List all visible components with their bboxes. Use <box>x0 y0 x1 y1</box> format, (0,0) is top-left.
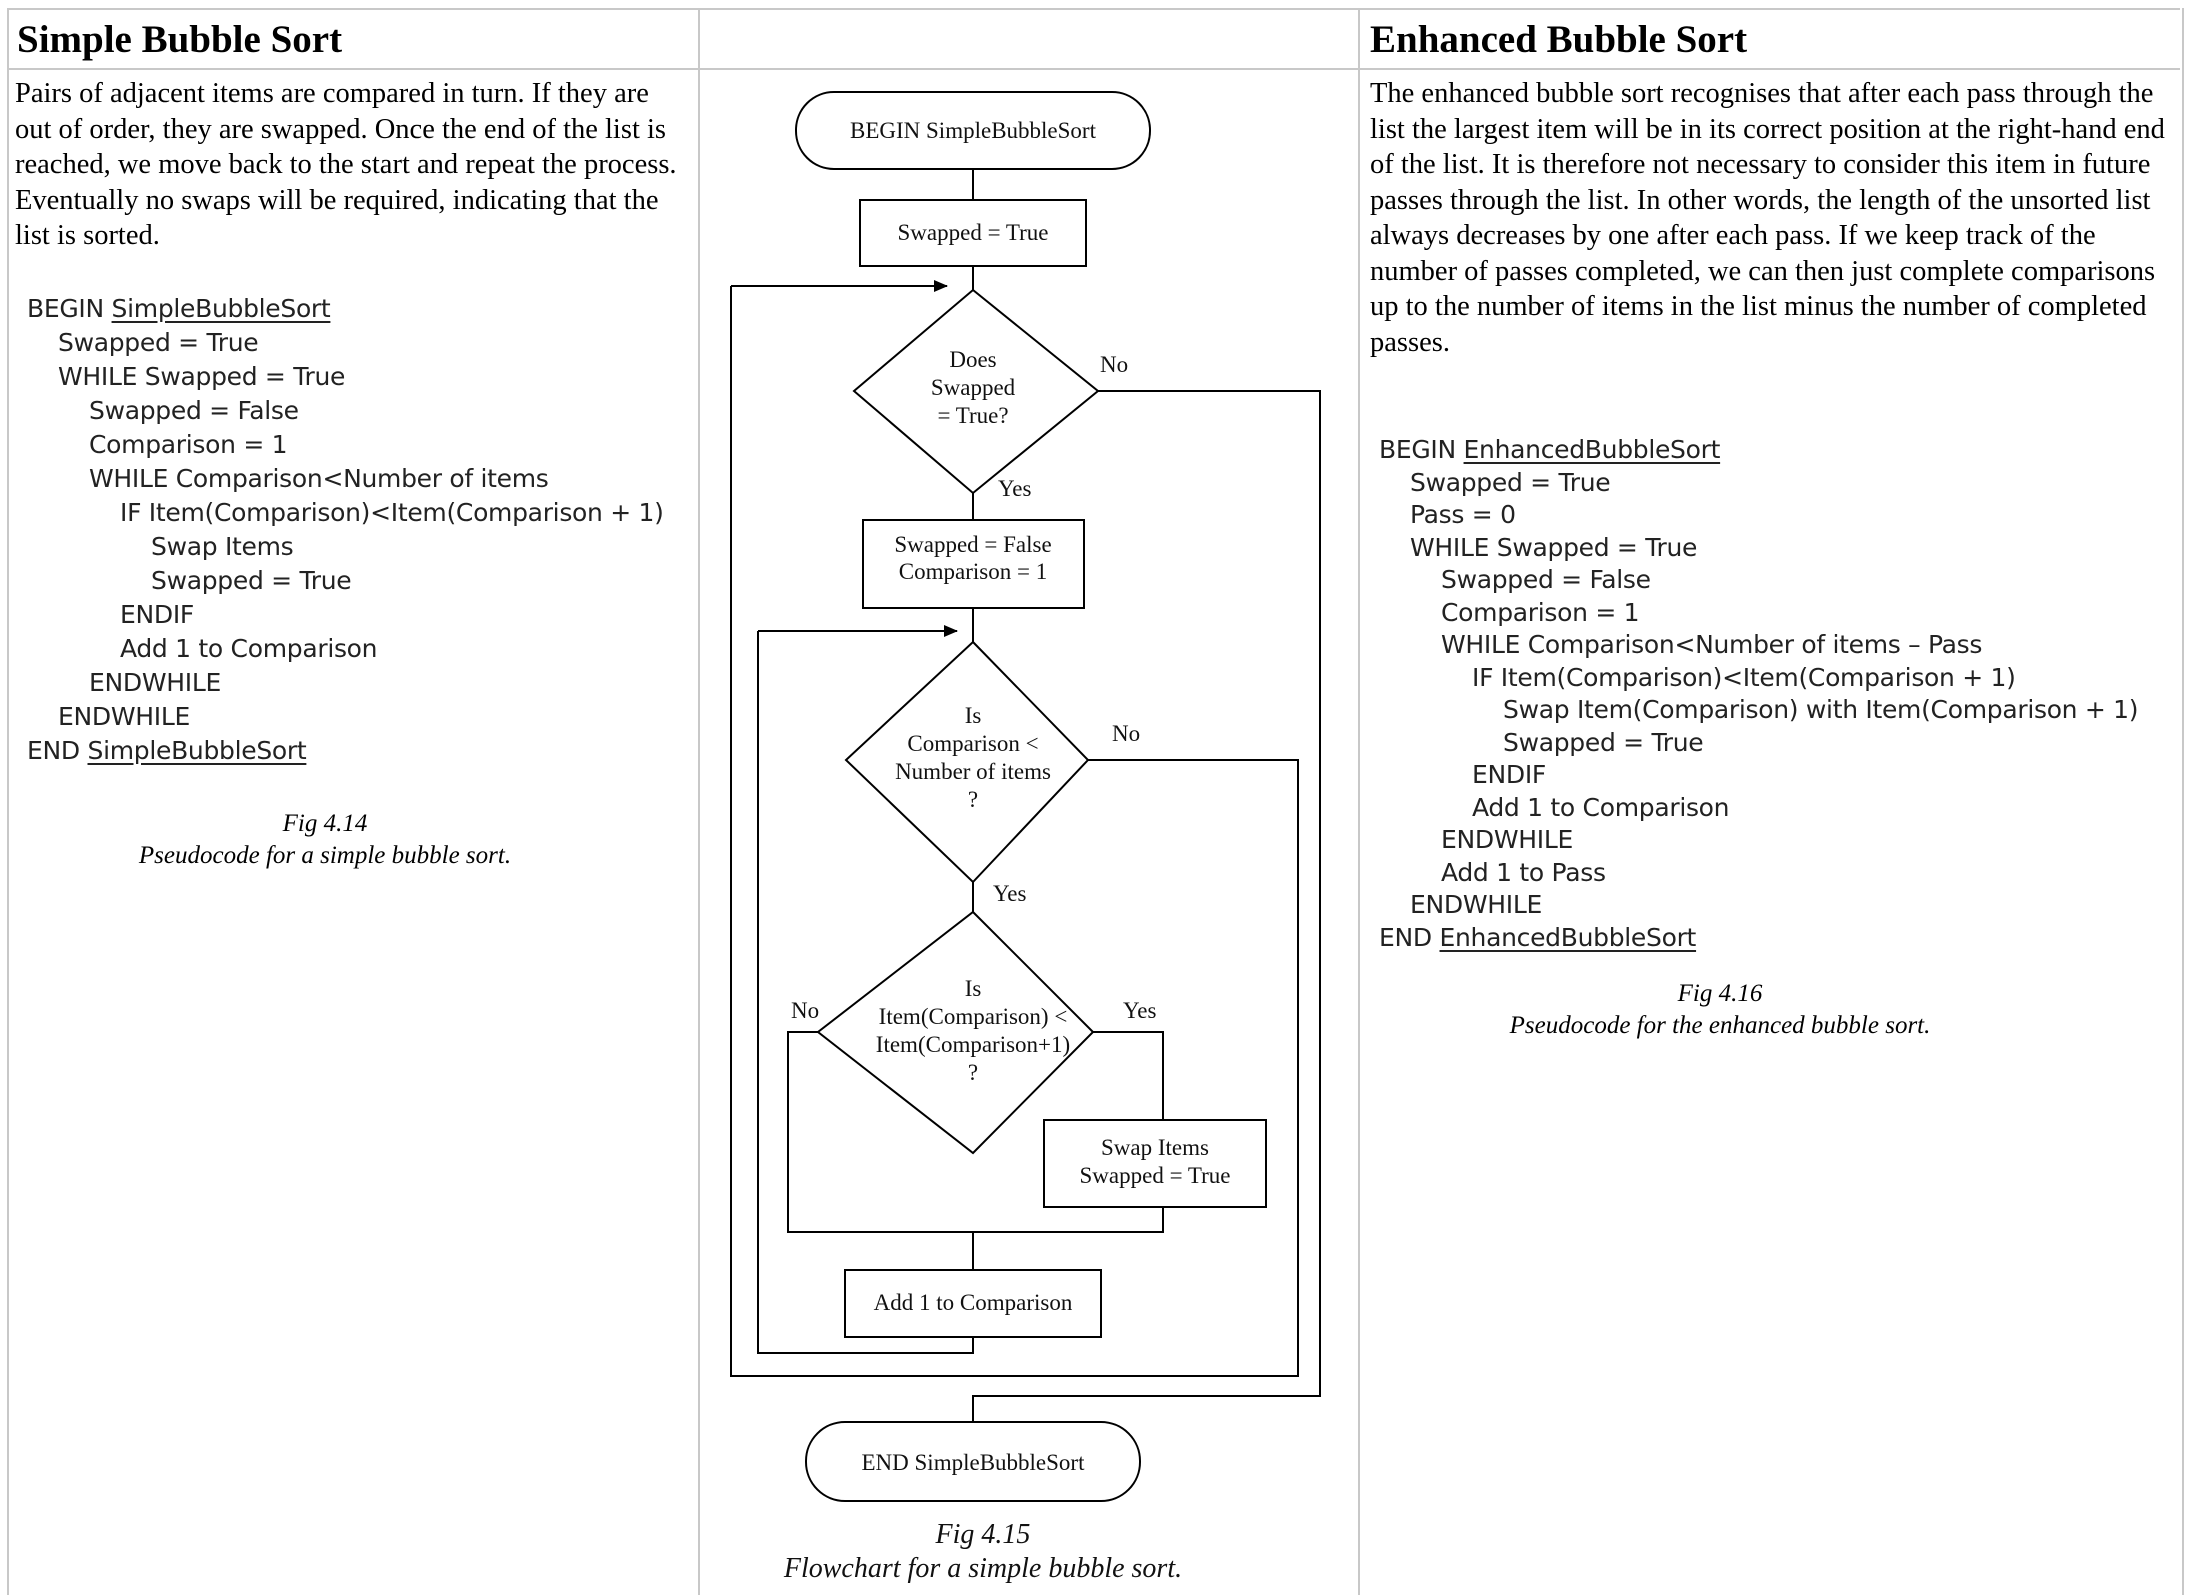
d3-line3: Item(Comparison+1) <box>876 1032 1070 1057</box>
code-line: BEGIN SimpleBubbleSort <box>27 292 664 326</box>
code-line: ENDWHILE <box>89 668 221 697</box>
fig-caption-text: Pseudocode for the enhanced bubble sort. <box>1509 1012 1931 1039</box>
code-line: ENDWHILE <box>1441 825 1573 854</box>
d3-line1: Is <box>965 976 982 1001</box>
column-flowchart <box>698 8 1360 1595</box>
end-label: END SimpleBubbleSort <box>862 1450 1086 1475</box>
code-line: ENDWHILE <box>58 702 190 731</box>
d1-line2: Swapped <box>931 375 1016 400</box>
fig-number: Fig 4.16 <box>1677 980 1763 1007</box>
code-line: IF Item(Comparison)<Item(Comparison + 1) <box>1472 662 2016 692</box>
table-top-border <box>7 8 2180 10</box>
swap-line1: Swap Items <box>1101 1135 1209 1160</box>
swapped-true-process <box>859 199 1087 267</box>
code-line: WHILE Swapped = True <box>58 362 346 391</box>
code-line: Comparison = 1 <box>1441 597 1640 627</box>
code-line: Swapped = True <box>1410 467 1611 497</box>
init-line1: Swapped = False <box>894 532 1051 557</box>
d2-line1: Is <box>965 703 982 728</box>
fig-4-14-caption: Fig 4.14 Pseudocode for a simple bubble … <box>15 808 635 872</box>
d3-no-label: No <box>791 998 819 1023</box>
code-line: END SimpleBubbleSort <box>27 734 664 768</box>
fig-number: Fig 4.14 <box>282 810 368 837</box>
init-process <box>862 519 1085 609</box>
code-keyword: END <box>27 736 88 765</box>
decision-item-compare <box>816 910 1095 1155</box>
code-line: WHILE Swapped = True <box>1410 532 1698 562</box>
code-procedure-name: SimpleBubbleSort <box>111 294 331 323</box>
d1-no-label: No <box>1100 352 1128 377</box>
d1-line3: = True? <box>937 403 1008 428</box>
d2-line3: Number of items <box>895 759 1051 784</box>
code-line: Add 1 to Comparison <box>120 634 378 663</box>
simple-description: Pairs of adjacent items are compared in … <box>15 78 677 251</box>
code-line: Pass = 0 <box>1410 500 1516 529</box>
swapped-true-label: Swapped = True <box>898 220 1049 245</box>
d2-line2: Comparison < <box>907 731 1038 756</box>
code-line: Swap Items <box>151 532 294 561</box>
code-line: Comparison = 1 <box>89 430 288 459</box>
code-line: Swapped = True <box>151 566 352 595</box>
code-procedure-name: SimpleBubbleSort <box>87 736 307 765</box>
code-procedure-name: EnhancedBubbleSort <box>1439 922 1697 952</box>
code-line: Swapped = True <box>58 328 259 357</box>
d2-no-label: No <box>1112 721 1140 746</box>
d1-yes-label: Yes <box>998 476 1032 501</box>
bubble-sort-flowchart: BEGIN SimpleBubbleSort Swapped = True Do… <box>730 91 1321 1584</box>
column-enhanced <box>1358 8 2184 1595</box>
code-line: IF Item(Comparison)<Item(Comparison + 1) <box>120 498 664 527</box>
init-line2: Comparison = 1 <box>899 559 1047 584</box>
code-line: Swapped = False <box>89 396 299 425</box>
code-line: END EnhancedBubbleSort <box>1379 922 2138 955</box>
code-keyword: BEGIN <box>1379 435 1464 464</box>
code-keyword: END <box>1379 922 1440 952</box>
code-line: WHILE Comparison<Number of items <box>89 464 549 493</box>
header-row-divider <box>7 68 2180 70</box>
fig-4-15-number: Fig 4.15 <box>935 1519 1031 1550</box>
code-line: WHILE Comparison<Number of items – Pass <box>1441 630 1983 659</box>
code-line: ENDIF <box>1472 760 1547 789</box>
simple-heading: Simple Bubble Sort <box>17 18 343 61</box>
add-one-process <box>844 1269 1102 1338</box>
d2-line4: ? <box>968 787 978 812</box>
end-terminator <box>805 1421 1141 1502</box>
enhanced-description: The enhanced bubble sort recognises that… <box>1370 78 2165 358</box>
d3-yes-label: Yes <box>1123 998 1157 1023</box>
d1-line1: Does <box>949 347 996 372</box>
code-line: Add 1 to Pass <box>1441 857 1606 887</box>
fig-4-15-caption: Flowchart for a simple bubble sort. <box>783 1553 1182 1584</box>
column-simple <box>7 8 700 1595</box>
fig-4-16-caption: Fig 4.16 Pseudocode for the enhanced bub… <box>1370 978 2070 1042</box>
code-line: ENDIF <box>120 600 195 629</box>
code-line: Swap Item(Comparison) with Item(Comparis… <box>1503 695 2139 724</box>
code-line: Swapped = True <box>1503 727 1704 757</box>
begin-label: BEGIN SimpleBubbleSort <box>850 118 1097 143</box>
add-one-label: Add 1 to Comparison <box>874 1290 1073 1315</box>
d3-line4: ? <box>968 1060 978 1085</box>
enhanced-heading: Enhanced Bubble Sort <box>1370 18 1748 61</box>
code-procedure-name: EnhancedBubbleSort <box>1463 435 1721 464</box>
d2-yes-label: Yes <box>993 881 1027 906</box>
code-keyword: BEGIN <box>27 294 112 323</box>
d3-line2: Item(Comparison) < <box>879 1004 1068 1029</box>
code-line: Add 1 to Comparison <box>1472 792 1730 822</box>
code-line: Swapped = False <box>1441 565 1651 594</box>
fig-caption-text: Pseudocode for a simple bubble sort. <box>138 842 512 869</box>
code-line: BEGIN EnhancedBubbleSort <box>1379 434 2138 467</box>
swap-process <box>1043 1119 1267 1208</box>
swap-line2: Swapped = True <box>1080 1163 1231 1188</box>
code-line: ENDWHILE <box>1410 890 1542 919</box>
